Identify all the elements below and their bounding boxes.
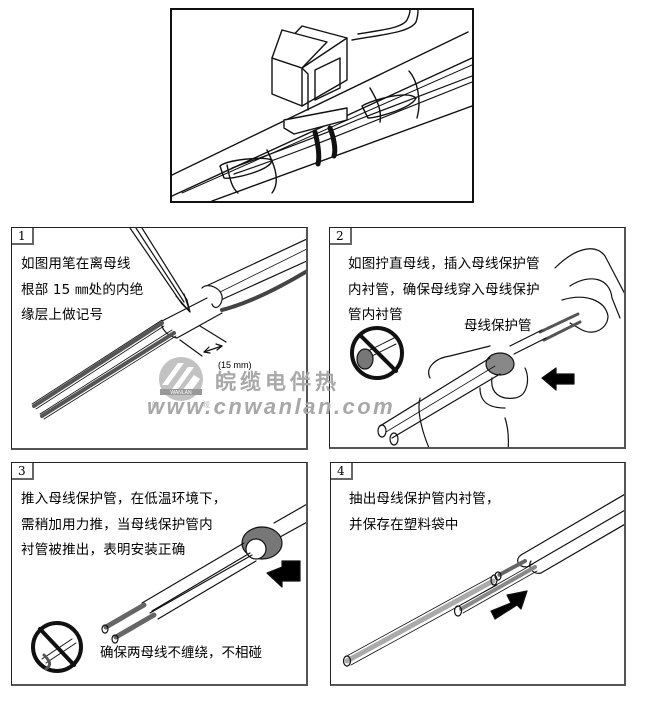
instruction-line: 并保存在塑料袋中 [349, 516, 459, 533]
step-number: 1 [12, 228, 34, 245]
step-number: 4 [331, 463, 353, 480]
prohibited-icon [350, 326, 404, 380]
instruction-line: 抽出母线保护管内衬管， [349, 491, 500, 507]
step-4-instructions: 抽出母线保护管内衬管， 并保存在塑料袋中 [349, 487, 500, 538]
prohibited-icon [31, 621, 83, 673]
step-number: 2 [330, 228, 352, 245]
pushing-tube-drawing [31, 504, 306, 673]
instruction-line: 如图用笔在离母线 [21, 256, 131, 272]
step-3-instructions: 推入母线保护管，在低温环境下， 需稍加用力推，当母线保护管内 衬管被推出，表明安… [21, 487, 227, 564]
removing-liner-drawing [342, 494, 624, 667]
junction-box-on-pipe-drawing [172, 10, 472, 201]
instruction-line: 缘层上做记号 [21, 307, 104, 323]
overview-illustration [170, 8, 474, 203]
step-number: 3 [12, 463, 34, 480]
instruction-line: 衬管被推出，表明安装正确 [21, 542, 186, 558]
step-1-instructions: 如图用笔在离母线 根部 15 ㎜处的内绝 缘层上做记号 [21, 252, 143, 329]
step-3-panel: 3 推入母线保护管，在低温环境下， 需稍加用力推，当母线保护管内 衬管被推出，表… [11, 462, 308, 686]
instruction-line: 内衬管，确保母线穿入母线保护 [348, 281, 540, 298]
step-2-instructions: 如图拧直母线，插入母线保护管 内衬管，确保母线穿入母线保护 管内衬管 [348, 252, 540, 329]
step-1-panel: 1 如图用笔在离母线 根部 15 ㎜处的内绝 缘层上做记号 [11, 227, 308, 450]
instruction-line: 根部 15 ㎜处的内绝 [21, 281, 144, 298]
dimension-label: (15 mm) [218, 360, 252, 370]
warning-text: 确保两母线不缠绕，不相碰 [100, 645, 262, 661]
step-4-panel: 4 抽出母线保护管内衬管， 并保存在塑料袋中 [330, 462, 626, 686]
instruction-line: 如图拧直母线，插入母线保护管 [348, 256, 540, 272]
instruction-line: 管内衬管 [348, 307, 403, 323]
instruction-line: 需稍加用力推，当母线保护管内 [21, 516, 213, 533]
inserting-tube-with-hands-drawing [350, 248, 624, 447]
instruction-line: 推入母线保护管，在低温环境下， [21, 491, 227, 507]
pen-marking-cable-drawing [31, 228, 306, 420]
busbar-protection-tube-label: 母线保护管 [464, 318, 532, 334]
step-2-panel: 2 如图拧直母线，插入母线保护管 内衬管，确保母线穿入母线保护 管内衬管 母线保… [329, 227, 626, 449]
